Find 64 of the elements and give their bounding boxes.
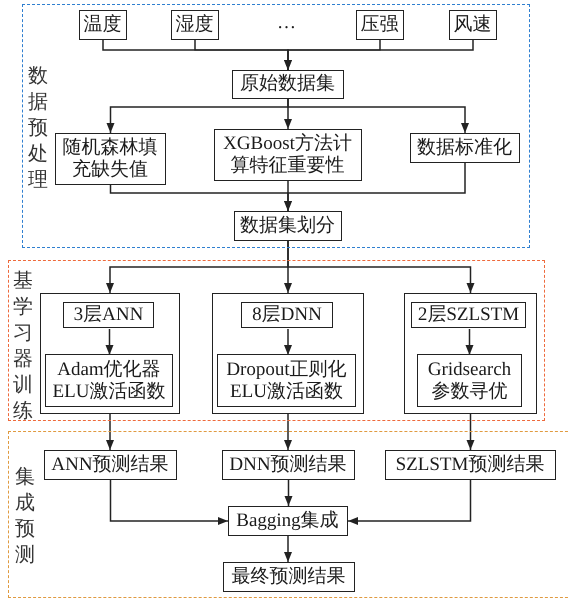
box-text: 随机森林填充缺失值 [61, 136, 158, 180]
box-text: XGBoost方法计算特征重要性 [222, 132, 353, 176]
arrow [106, 329, 114, 355]
process-box [356, 10, 404, 40]
stage-label: 基学习器训练 [13, 269, 33, 424]
process-box [234, 210, 342, 240]
box-text: Gridsearch参数寻优 [426, 358, 512, 402]
model-box [404, 292, 536, 414]
arrow [284, 414, 292, 450]
box-text: 温度 [84, 14, 122, 36]
arrow [287, 99, 469, 133]
process-box [54, 132, 166, 184]
model-box [212, 292, 364, 414]
process-box [217, 354, 356, 407]
process-box [222, 450, 354, 480]
process-box [222, 562, 354, 592]
process-box [214, 128, 362, 180]
ellipsis-text: … [277, 12, 296, 34]
stage-label: 集成预测 [15, 465, 35, 568]
process-box [78, 10, 126, 40]
process-box [384, 450, 556, 480]
box-text: 数据集划分 [240, 214, 335, 236]
box-text: SZLSTM预测结果 [396, 454, 544, 476]
process-box [44, 450, 176, 480]
box-text: 3层ANN [74, 304, 144, 326]
box-text: 8层DNN [252, 304, 322, 326]
arrow [284, 536, 292, 562]
box-text: 2层SZLSTM [418, 304, 520, 326]
model-box [40, 292, 180, 414]
arrow [284, 329, 292, 355]
box-text: Adam优化器ELU激活函数 [52, 358, 166, 402]
stage-region [8, 431, 569, 598]
arrow [110, 480, 228, 525]
process-box [228, 506, 348, 536]
process-box [448, 10, 496, 40]
box-text: 风速 [454, 14, 492, 36]
arrow [284, 40, 474, 70]
process-box [417, 354, 522, 407]
arrow [466, 414, 474, 450]
box-text: DNN预测结果 [229, 454, 347, 476]
process-box [241, 302, 333, 328]
process-box [170, 10, 218, 40]
process-box [232, 70, 344, 98]
box-text: 数据标准化 [417, 136, 512, 158]
process-box [63, 302, 154, 328]
arrow [284, 163, 466, 211]
box-text: Bagging集成 [236, 510, 339, 532]
arrow [466, 329, 474, 355]
box-text: 压强 [360, 14, 398, 36]
arrow [287, 241, 474, 293]
arrow [284, 480, 292, 506]
box-text: 最终预测结果 [232, 566, 346, 588]
box-text: Dropout正则化ELU激活函数 [225, 358, 348, 402]
arrow [106, 414, 114, 450]
box-text: ANN预测结果 [51, 454, 169, 476]
stage-label: 数据预处理 [28, 64, 48, 193]
stage-region [22, 4, 530, 248]
stage-region [8, 260, 545, 421]
box-text: 湿度 [176, 14, 214, 36]
process-box [411, 302, 526, 328]
process-box [45, 354, 173, 407]
arrow [348, 480, 472, 525]
box-text: 原始数据集 [240, 73, 335, 95]
process-box [410, 132, 520, 162]
